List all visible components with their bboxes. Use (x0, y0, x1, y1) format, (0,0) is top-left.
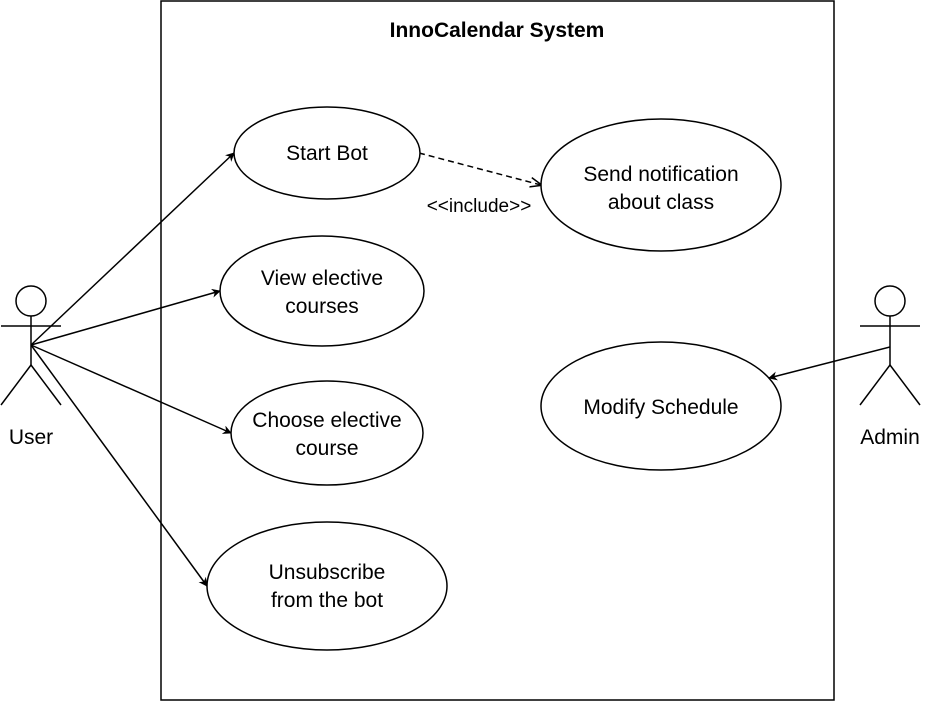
choose-elective-line1: Choose elective (252, 409, 401, 432)
actor-user-label: User (9, 426, 53, 449)
admin-head (874, 285, 906, 317)
assoc-user-unsubscribe (30, 344, 208, 587)
use-case-choose-elective: Choose elective course (230, 380, 424, 486)
admin-right-leg (889, 364, 921, 406)
use-case-send-notification: Send notification about class (540, 118, 782, 252)
unsubscribe-line2: from the bot (271, 589, 383, 612)
view-electives-line1: View elective (261, 267, 383, 290)
use-case-start-bot: Start Bot (233, 106, 421, 200)
user-right-leg (30, 364, 62, 406)
send-notification-line2: about class (608, 191, 714, 214)
use-case-unsubscribe: Unsubscribe from the bot (206, 521, 448, 651)
user-head (15, 285, 47, 317)
start-bot-label: Start Bot (286, 142, 368, 165)
admin-left-leg (859, 364, 891, 406)
assoc-admin-modify-schedule (768, 346, 891, 381)
system-boundary (160, 0, 835, 701)
unsubscribe-line1: Unsubscribe (269, 561, 386, 584)
assoc-user-view-electives (30, 288, 221, 346)
include-relation (418, 152, 541, 185)
actor-admin-label: Admin (860, 426, 920, 449)
view-electives-line2: courses (285, 295, 359, 318)
assoc-user-start-bot (30, 152, 235, 346)
send-notification-line1: Send notification (583, 163, 738, 186)
choose-elective-line2: course (295, 437, 358, 460)
use-case-view-electives: View elective courses (219, 235, 425, 347)
actor-admin (859, 285, 921, 406)
user-associations (30, 152, 235, 587)
use-case-modify-schedule: Modify Schedule (540, 341, 782, 471)
assoc-user-choose-elective (30, 344, 232, 434)
modify-schedule-label: Modify Schedule (583, 396, 738, 419)
system-title: InnoCalendar System (390, 19, 605, 42)
user-left-leg (0, 364, 32, 406)
include-label: <<include>> (427, 196, 532, 217)
